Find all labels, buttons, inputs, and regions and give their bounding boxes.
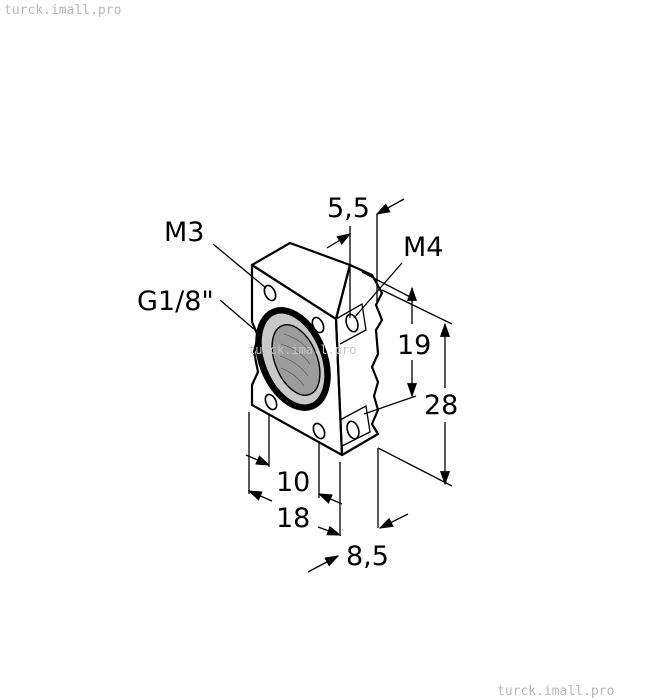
dim-18-arrow-left [247, 490, 273, 502]
label-g1-8: G1/8" [137, 286, 214, 317]
m4-hole-upper [345, 313, 359, 333]
label-m4: M4 [403, 232, 443, 263]
top-face [250, 241, 352, 321]
m4-slot-upper [335, 302, 367, 345]
dim-19-ext-bottom [363, 395, 417, 415]
label-m3: M3 [164, 217, 204, 248]
m4-hole-lower [346, 420, 360, 440]
label-19: 19 [397, 330, 431, 361]
adapter-block [250, 241, 384, 457]
watermark-bottom-right: turck.imall.pro [497, 684, 614, 699]
label-28: 28 [424, 390, 458, 421]
dim-10-arrow-right [317, 493, 343, 505]
dim-10-arrow-left [245, 454, 271, 466]
m3-hole-bottom-right [312, 422, 326, 440]
dim-19-ext-top [361, 271, 417, 301]
label-5-5: 5,5 [327, 193, 370, 224]
label-10: 10 [276, 467, 310, 498]
m3-hole-top-left [263, 284, 277, 302]
m3-hole-bottom-left [264, 393, 278, 411]
dim-28-ext-bottom [377, 447, 453, 487]
m4-leader [353, 262, 403, 319]
m3-leader [212, 243, 267, 289]
dim-18-arrow-right [317, 525, 342, 536]
thread-lines [279, 333, 311, 387]
dim-8-5-arrow-right [378, 513, 409, 529]
dim-5-5-arrow-right [375, 198, 405, 215]
dim-28-ext-top [381, 289, 453, 325]
watermark-center: turck.imall.pro [248, 343, 356, 357]
front-face [250, 263, 344, 457]
watermark-top-left: turck.imall.pro [4, 3, 121, 18]
g18-leader [219, 299, 263, 337]
port-bore [271, 324, 321, 396]
dim-8-5-arrow-left [307, 555, 340, 573]
label-8-5: 8,5 [346, 541, 389, 572]
dim-5-5-arrow-left [326, 233, 352, 249]
label-18: 18 [276, 503, 310, 534]
